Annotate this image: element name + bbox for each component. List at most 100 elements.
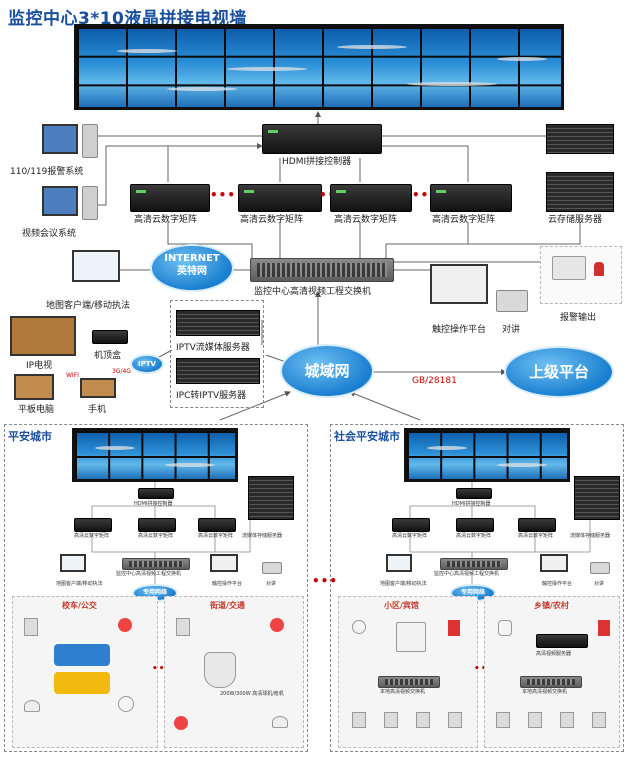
video-conference-monitor [42, 186, 78, 216]
iptv-badge: IPTV [132, 356, 162, 372]
social-touch-monitor [540, 554, 568, 572]
social-safe-city-title: 社会平安城市 [334, 430, 400, 443]
matrix-label-1: 高清云数字矩阵 [134, 215, 198, 225]
social-matrix-2 [456, 518, 494, 532]
video-conference-tower [82, 186, 98, 220]
safe-city-matrix-3 [198, 518, 236, 532]
social-map-monitor [386, 554, 412, 572]
gas-detector-icon [352, 620, 366, 634]
tablet-label: 平板电脑 [18, 405, 55, 415]
social-matrix-label-3: 高清云数字矩阵 [518, 533, 554, 539]
safe-city-switch [122, 558, 190, 570]
safe-city-matrix-label-3: 高清云数字矩阵 [198, 533, 234, 539]
link-dots: ••• [474, 664, 494, 674]
safe-city-map-monitor [60, 554, 86, 572]
internet-cloud: INTERNET 英特网 [152, 246, 232, 290]
social-hdmi-device [456, 488, 492, 499]
matrix-device-3 [330, 184, 412, 212]
alarm-system-monitor [42, 124, 78, 154]
speed-dome-icon [204, 652, 236, 688]
safe-city-panel [4, 424, 308, 752]
alarm-button-icon [598, 620, 610, 636]
social-storage-label: 流媒体存储服务器 [570, 533, 611, 539]
safe-city-touch-label: 触控操作平台 [212, 581, 243, 587]
intercom-label: 对讲 [502, 325, 521, 335]
safe-city-touch-monitor [210, 554, 238, 572]
alarm-button-icon [448, 620, 460, 636]
core-switch-label: 监控中心高清视频工程交换机 [254, 287, 372, 297]
town-local-switch [520, 676, 582, 688]
alarm-output-label: 报警输出 [560, 313, 597, 323]
ip-tv-screen [10, 316, 76, 356]
upper-platform-cloud: 上级平台 [506, 348, 612, 396]
matrix-device-4 [430, 184, 512, 212]
dome-camera-icon [24, 700, 40, 712]
cloud-storage-server-top [546, 124, 614, 154]
safe-city-matrix-2 [138, 518, 176, 532]
cloud-storage-label: 云存储服务器 [548, 215, 603, 225]
social-map-label: 地图客户端/移动执法 [380, 581, 427, 587]
phone-device [80, 378, 116, 398]
gb28181-label: GB/28181 [412, 376, 457, 386]
alarm-system-tower [82, 124, 98, 158]
ipc-iptv-server-device [176, 358, 260, 384]
street-traffic-title: 街道/交通 [210, 601, 245, 610]
community-local-switch-label: 本地高清视频交换机 [380, 689, 426, 695]
town-village-title: 乡镇/农村 [534, 601, 569, 610]
iptv-stream-server-device [176, 310, 260, 336]
alarm-system-label: 110/119报警系统 [10, 167, 84, 177]
metro-network-cloud: 城域网 [282, 346, 372, 396]
camera-icon [592, 712, 606, 728]
camera-icon [496, 712, 510, 728]
safe-city-intercom-label: 对讲 [266, 581, 277, 587]
matrix-device-2 [238, 184, 322, 212]
matrix-label-2: 高清云数字矩阵 [240, 215, 304, 225]
touch-platform-label: 触控操作平台 [432, 325, 487, 335]
camera-icon [528, 712, 542, 728]
map-client-label: 地图客户端/移动执法 [46, 301, 131, 311]
social-switch [440, 558, 508, 570]
community-hotel-title: 小区/宾馆 [384, 601, 419, 610]
social-matrix-label-2: 高清云数字矩阵 [456, 533, 492, 539]
map-client-monitor [72, 250, 120, 282]
town-local-switch-label: 本地高清视频交换机 [522, 689, 568, 695]
safe-city-title: 平安城市 [8, 430, 52, 443]
touch-platform-monitor [430, 264, 488, 304]
video-wall-main [74, 24, 564, 110]
safe-city-matrix-label-2: 高清云数字矩阵 [138, 533, 174, 539]
iptv-stream-server-label: IPTV流媒体服务器 [176, 343, 250, 353]
alarm-button-icon [270, 618, 284, 632]
safe-city-map-label: 地图客户端/移动执法 [56, 581, 103, 587]
hdmi-controller-label: HDMI拼接控制器 [282, 157, 352, 167]
camera-icon [416, 712, 430, 728]
community-local-switch [378, 676, 440, 688]
tablet-device [14, 374, 54, 400]
intercom-device [496, 290, 528, 312]
hdmi-controller-device [262, 124, 382, 154]
social-safe-city-video-wall [404, 428, 570, 482]
matrix-device-1 [130, 184, 210, 212]
camera-icon [176, 618, 190, 636]
settop-box-label: 机顶盒 [94, 351, 122, 361]
alarm-siren-icon [594, 262, 604, 276]
social-matrix-1 [392, 518, 430, 532]
social-matrix-label-1: 高清云数字矩阵 [392, 533, 428, 539]
safe-city-storage-label: 流媒体存储服务器 [242, 533, 283, 539]
safe-city-intercom [262, 562, 282, 574]
town-video-server-label: 高清视频服务器 [536, 651, 572, 657]
net-3g4g-label: 3G/4G [112, 368, 131, 375]
bus-icon [54, 644, 110, 666]
social-intercom [590, 562, 610, 574]
safe-city-matrix-label-1: 高清云数字矩阵 [74, 533, 110, 539]
infrared-detector-icon [498, 620, 512, 636]
alarm-button-icon [174, 716, 188, 730]
social-matrix-3 [518, 518, 556, 532]
ip-tv-label: IP电视 [26, 361, 53, 371]
video-conference-label: 视频会议系统 [22, 229, 77, 239]
ipc-iptv-server-label: IPC转IPTV服务器 [176, 391, 247, 401]
alarm-panel-device [396, 622, 426, 652]
wifi-label: WIFI [66, 372, 79, 379]
internet-cloud-line2: 英特网 [177, 266, 207, 277]
matrix-label-3: 高清云数字矩阵 [334, 215, 398, 225]
